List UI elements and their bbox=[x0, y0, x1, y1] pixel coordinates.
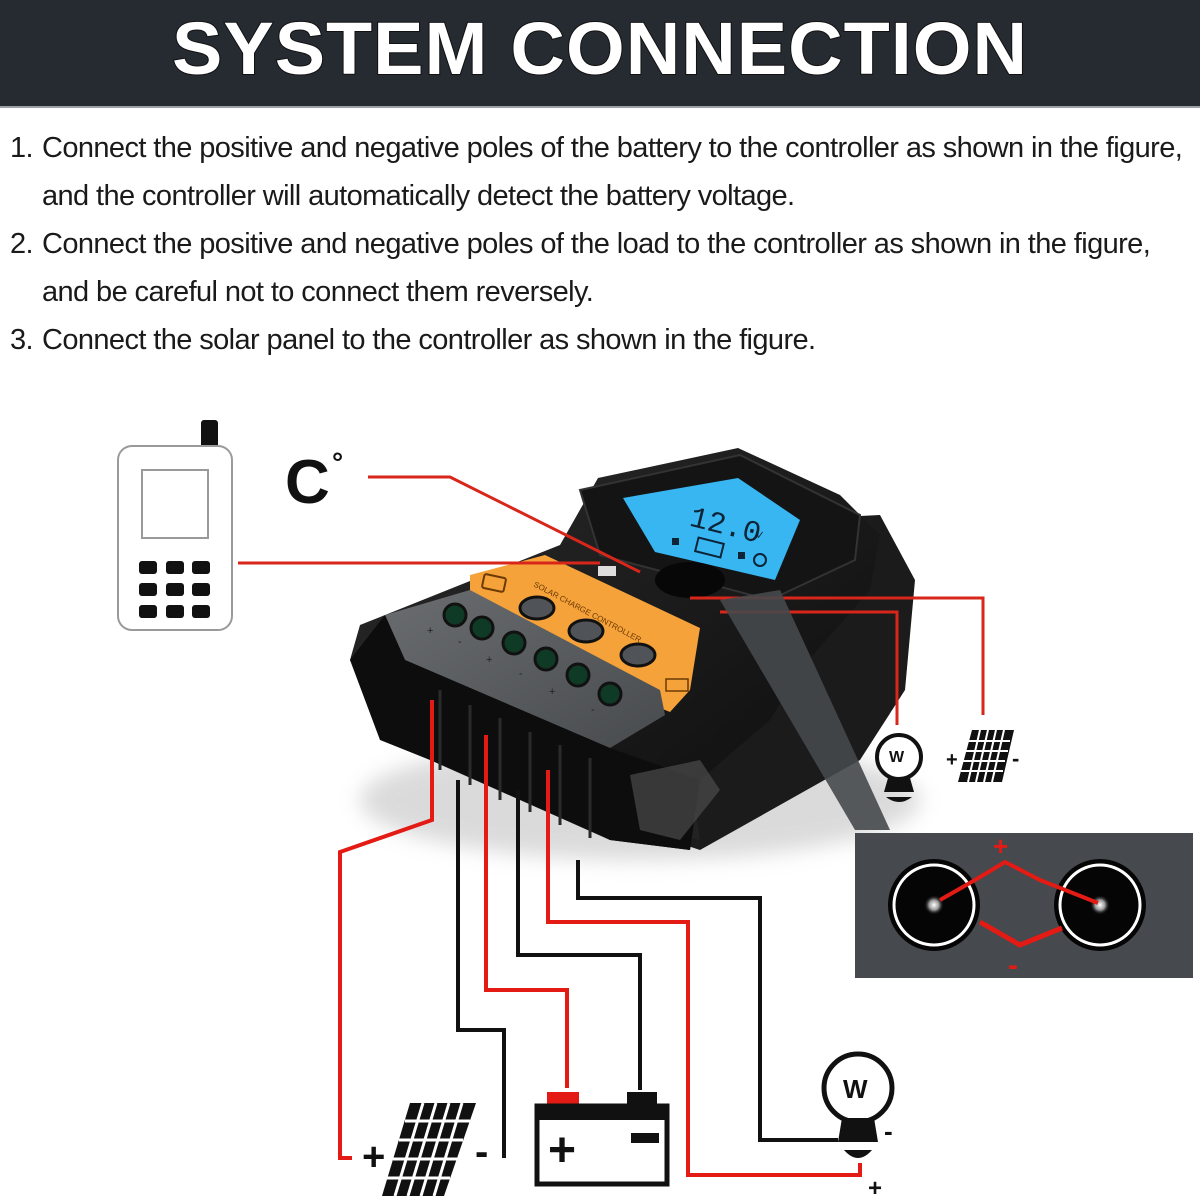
page-title: SYSTEM CONNECTION bbox=[171, 6, 1029, 91]
svg-text:+: + bbox=[548, 1124, 576, 1177]
solar-positive-wire bbox=[338, 700, 434, 1160]
usb-port bbox=[598, 566, 616, 576]
load-negative-wire bbox=[576, 860, 838, 1142]
wiring bbox=[338, 700, 862, 1177]
instructions-list: 1. Connect the positive and negative pol… bbox=[10, 124, 1195, 364]
instruction-step-1: 1. Connect the positive and negative pol… bbox=[10, 124, 1195, 220]
step-number: 3. bbox=[10, 324, 34, 356]
battery-minus-sign bbox=[631, 1133, 659, 1143]
svg-text:-: - bbox=[519, 668, 523, 680]
svg-text:+: + bbox=[486, 654, 492, 666]
controller-button-3[interactable] bbox=[619, 642, 657, 668]
callout-beam bbox=[720, 590, 890, 830]
svg-text:+: + bbox=[868, 1175, 882, 1200]
svg-text:+: + bbox=[427, 625, 433, 637]
svg-text:-: - bbox=[458, 636, 462, 648]
battery-indicator bbox=[665, 678, 689, 692]
small-bulb-icon: W bbox=[875, 733, 923, 802]
step-text: Connect the positive and negative poles … bbox=[42, 132, 1183, 212]
degree-symbol: ° bbox=[332, 447, 343, 478]
phone-icon bbox=[117, 420, 233, 631]
svg-text:-: - bbox=[884, 1116, 893, 1146]
svg-text:-: - bbox=[1012, 746, 1019, 771]
status-indicator bbox=[481, 573, 507, 593]
svg-text:W: W bbox=[889, 749, 905, 766]
svg-text:+: + bbox=[362, 1135, 385, 1179]
header-banner: SYSTEM CONNECTION bbox=[0, 0, 1200, 108]
terminal-plate bbox=[385, 590, 665, 748]
terminal-labels: + - + - + - bbox=[427, 625, 595, 716]
lcd-indicator bbox=[738, 552, 745, 559]
svg-text:-: - bbox=[591, 704, 595, 716]
load-positive-wire bbox=[546, 770, 862, 1177]
controller-button-1[interactable] bbox=[518, 595, 556, 621]
mounting-foot bbox=[630, 760, 720, 840]
lcd-unit: V bbox=[754, 529, 763, 541]
svg-text:-: - bbox=[475, 1130, 488, 1174]
battery-negative-wire bbox=[516, 790, 642, 1090]
terminal-slots bbox=[438, 690, 592, 838]
lcd-indicator bbox=[672, 538, 679, 545]
lcd-icons bbox=[693, 536, 767, 567]
battery-icon: + bbox=[534, 1092, 670, 1187]
battery-positive-wire bbox=[484, 735, 569, 1088]
step-text: Connect the solar panel to the controlle… bbox=[42, 324, 816, 356]
small-solar-panel-icon: + - bbox=[946, 729, 1019, 783]
usb-port-well bbox=[655, 562, 725, 598]
solar-negative-wire bbox=[456, 780, 506, 1158]
svg-text:+: + bbox=[993, 831, 1008, 861]
load-bulb-icon: W - + bbox=[821, 1051, 895, 1200]
step-number: 2. bbox=[10, 228, 34, 260]
svg-text:W: W bbox=[843, 1074, 868, 1104]
terminal-holes bbox=[442, 602, 623, 707]
instruction-step-3: 3. Connect the solar panel to the contro… bbox=[10, 316, 1195, 364]
solar-panel-icon: + - bbox=[362, 1102, 488, 1197]
controller-button-2[interactable] bbox=[567, 618, 605, 644]
svg-text:+: + bbox=[946, 749, 958, 771]
temperature-label: C bbox=[285, 448, 330, 517]
svg-text:+: + bbox=[549, 686, 555, 698]
instruction-step-2: 2. Connect the positive and negative pol… bbox=[10, 220, 1195, 316]
usb-detail-panel: + - bbox=[855, 831, 1193, 982]
step-text: Connect the positive and negative poles … bbox=[42, 228, 1151, 308]
svg-text:-: - bbox=[1008, 949, 1018, 982]
step-number: 1. bbox=[10, 132, 34, 164]
controller-front-face bbox=[350, 615, 700, 850]
